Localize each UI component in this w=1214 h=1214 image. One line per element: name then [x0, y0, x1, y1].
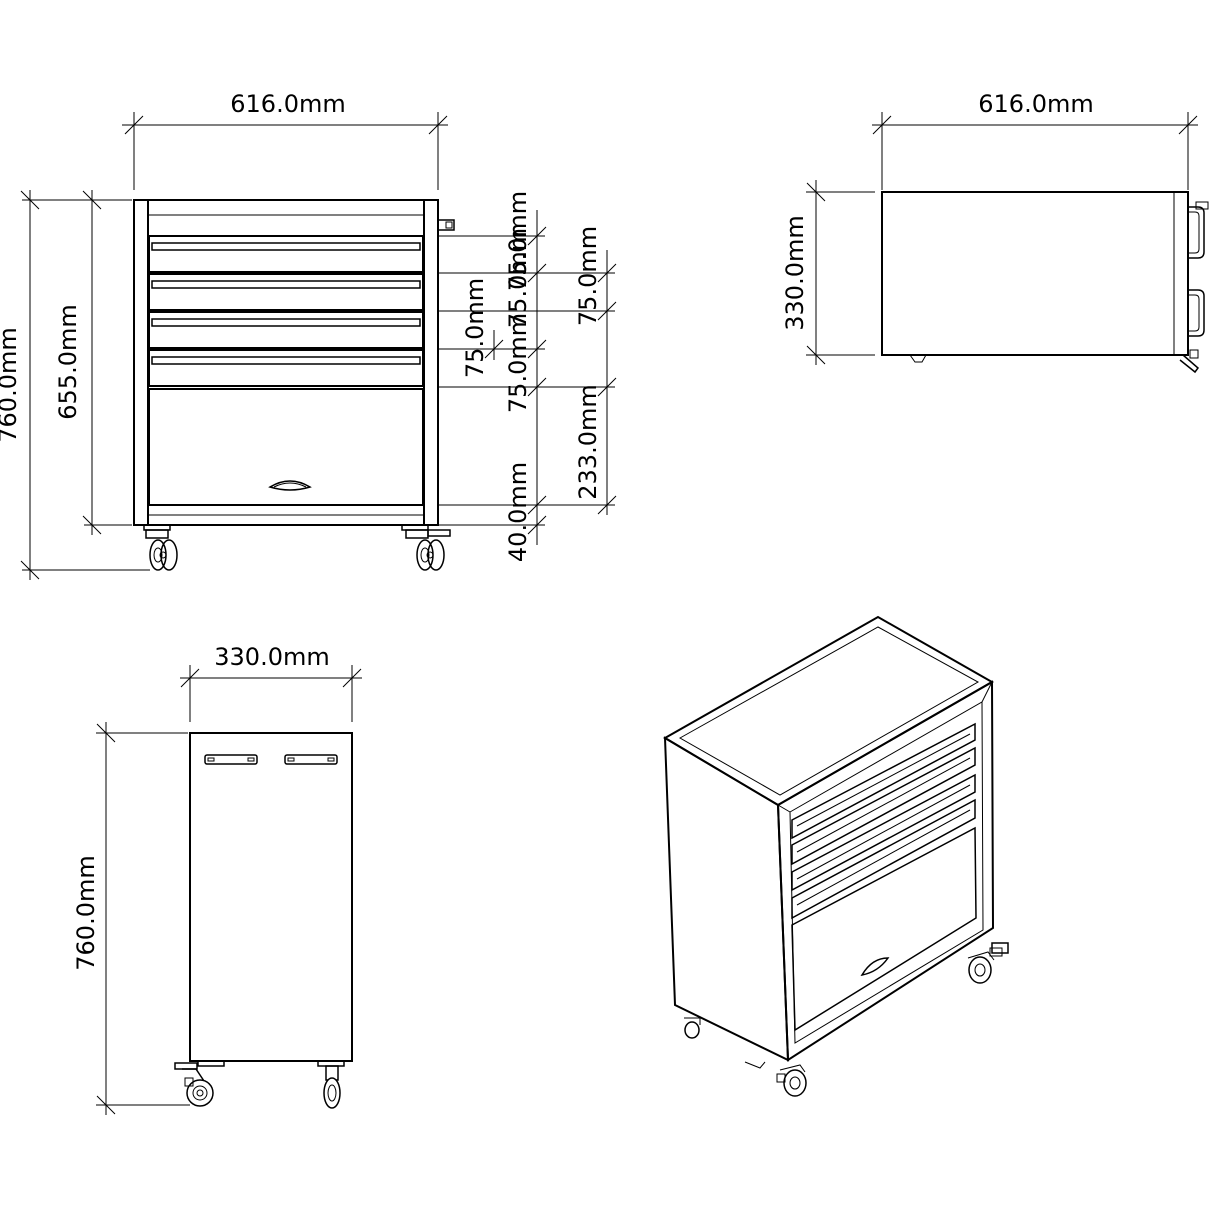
- iso-casters: [684, 947, 1003, 1097]
- drawer-3-height-label: 75.0mm: [574, 226, 602, 326]
- top-view: 616.0mm 330.0mm: [781, 90, 1209, 374]
- iso-drawer-4: [791, 798, 976, 920]
- front-drawers: [148, 235, 424, 506]
- iso-front-frame: [776, 680, 995, 1062]
- front-view: 616.0mm 760.0mm 655.0mm: [0, 90, 617, 580]
- drawer-2: [148, 273, 424, 311]
- drawer-2-height-label: 75.0mm: [504, 228, 532, 328]
- drawer-4-height-label: 75.0mm: [461, 278, 489, 378]
- front-caster-right: [401, 524, 451, 571]
- iso-drawer-1: [791, 722, 976, 840]
- iso-drawer-3: [791, 773, 976, 892]
- side-height-label: 760.0mm: [72, 855, 100, 970]
- iso-side-panel: [663, 736, 790, 1062]
- top-width-dimension: 616.0mm: [872, 90, 1198, 190]
- iso-door-handle: [860, 957, 890, 977]
- front-width-label: 616.0mm: [230, 90, 345, 118]
- drawer-1-height-label: 75.0mm: [504, 191, 532, 291]
- cabinet-height-label: 233.0mm: [574, 384, 602, 499]
- front-total-height-label: 760.0mm: [0, 327, 22, 442]
- front-width-dimension: 616.0mm: [122, 90, 448, 190]
- bottom-cabinet-door: [148, 388, 424, 506]
- top-depth-dimension: 330.0mm: [781, 180, 875, 365]
- top-width-label: 616.0mm: [978, 90, 1093, 118]
- front-body-height-label: 655.0mm: [54, 304, 82, 419]
- top-cabinet-body: [881, 191, 1209, 374]
- top-depth-label: 330.0mm: [781, 215, 809, 330]
- side-height-dimension: 760.0mm: [72, 722, 190, 1115]
- side-view: 330.0mm 760.0mm: [72, 643, 362, 1115]
- front-cabinet-body: [133, 199, 455, 526]
- side-depth-dimension: 330.0mm: [180, 643, 362, 722]
- iso-view: [663, 615, 1009, 1097]
- drawer-5-height-label: 75.0mm: [504, 313, 532, 413]
- side-caster-right: [317, 1060, 345, 1109]
- front-drawer-dimensions: 75.0mm 75.0mm 75.0mm 75.0mm 75.0mm 233.0…: [438, 191, 617, 562]
- front-caster-left: [143, 524, 178, 571]
- side-depth-label: 330.0mm: [214, 643, 329, 671]
- iso-drawer-2: [791, 746, 976, 866]
- iso-drawers: [791, 722, 977, 1032]
- front-total-height-dimension: 760.0mm: [0, 190, 150, 580]
- front-body-height-dimension: 655.0mm: [54, 190, 132, 535]
- side-cabinet-body: [189, 732, 353, 1062]
- door-handle: [268, 480, 312, 491]
- side-caster-left: [174, 1060, 225, 1107]
- drawer-4: [148, 349, 424, 387]
- drawer-1: [148, 235, 424, 273]
- base-height-label: 40.0mm: [504, 462, 532, 562]
- iso-cabinet-door: [791, 826, 977, 1032]
- drawer-3: [148, 311, 424, 349]
